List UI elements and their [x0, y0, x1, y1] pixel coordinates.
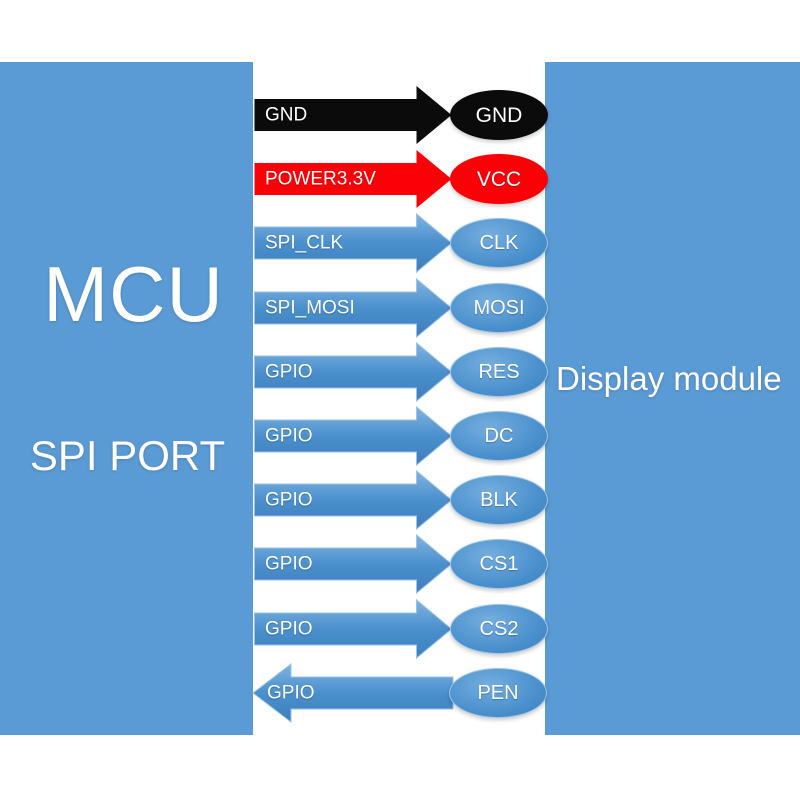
pin-ellipse: MOSI	[450, 282, 548, 333]
pin-ellipse: DC	[450, 411, 548, 461]
pin-ellipse: CS2	[450, 603, 548, 654]
arrow-right-icon	[254, 213, 453, 274]
arrow-right-icon	[254, 150, 452, 209]
arrow-right-icon	[254, 405, 453, 467]
pin-label: VCC	[476, 167, 522, 191]
pin-ellipse: BLK	[450, 475, 548, 526]
pin-label: CLK	[479, 232, 519, 255]
pin-ellipse: CS1	[450, 539, 548, 590]
arrow-right-icon	[254, 86, 452, 144]
pin-ellipse: PEN	[449, 667, 547, 718]
mcu-title: MCU	[43, 250, 224, 338]
arrow-right-icon	[254, 277, 453, 338]
arrow-left-icon	[252, 662, 454, 723]
pin-ellipse: GND	[450, 90, 548, 140]
arrow-right-icon	[254, 470, 453, 531]
pin-label: CS1	[479, 553, 519, 576]
mcu-subtitle: SPI PORT	[29, 432, 226, 479]
pin-label: DC	[484, 425, 514, 447]
pin-label: GND	[475, 103, 523, 127]
pin-label: CS2	[479, 617, 519, 640]
pin-label: PEN	[477, 681, 519, 704]
pin-ellipse: CLK	[450, 218, 548, 269]
arrow-right-icon	[254, 341, 453, 402]
arrow-right-icon	[254, 598, 453, 659]
pin-label: RES	[478, 360, 520, 383]
display-module-title: Display module	[556, 360, 782, 397]
pin-label: BLK	[480, 489, 518, 512]
arrow-right-icon	[254, 534, 453, 595]
pin-ellipse: RES	[450, 346, 548, 397]
pin-label: MOSI	[473, 296, 525, 319]
pin-ellipse: VCC	[450, 154, 548, 205]
